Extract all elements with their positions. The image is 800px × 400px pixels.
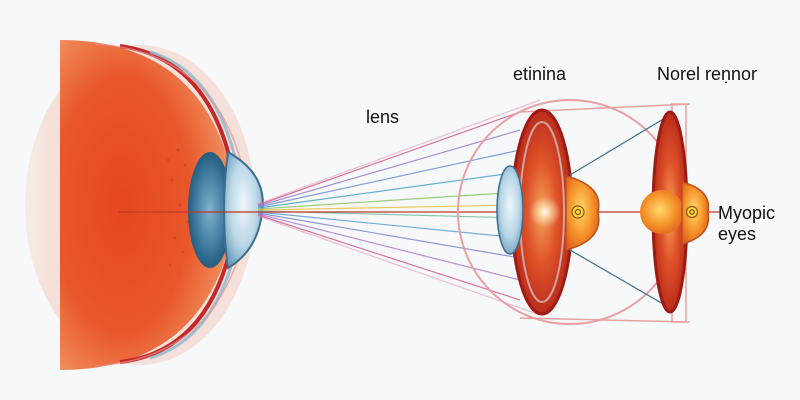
large-eye-lens-icon xyxy=(188,150,264,270)
ray-to-normal-lower xyxy=(569,249,666,306)
converging-line-lower xyxy=(519,317,691,323)
light-rays xyxy=(257,99,541,316)
ray-to-normal-upper xyxy=(569,117,666,176)
retina-label: etinina xyxy=(513,64,567,84)
myopic-label-line1: Myopic xyxy=(718,203,776,223)
eyeball-cross-section-icon xyxy=(0,0,255,400)
lens-label: lens xyxy=(366,107,400,127)
normal-eye-label: Norel reṇnor xyxy=(657,64,758,84)
retina-disc-icon xyxy=(496,108,600,316)
myopic-label-line2: eyes xyxy=(718,223,757,244)
myopic-eyes-label: Myopic eyes xyxy=(718,203,775,244)
normal-eye-disc-icon xyxy=(640,103,710,323)
